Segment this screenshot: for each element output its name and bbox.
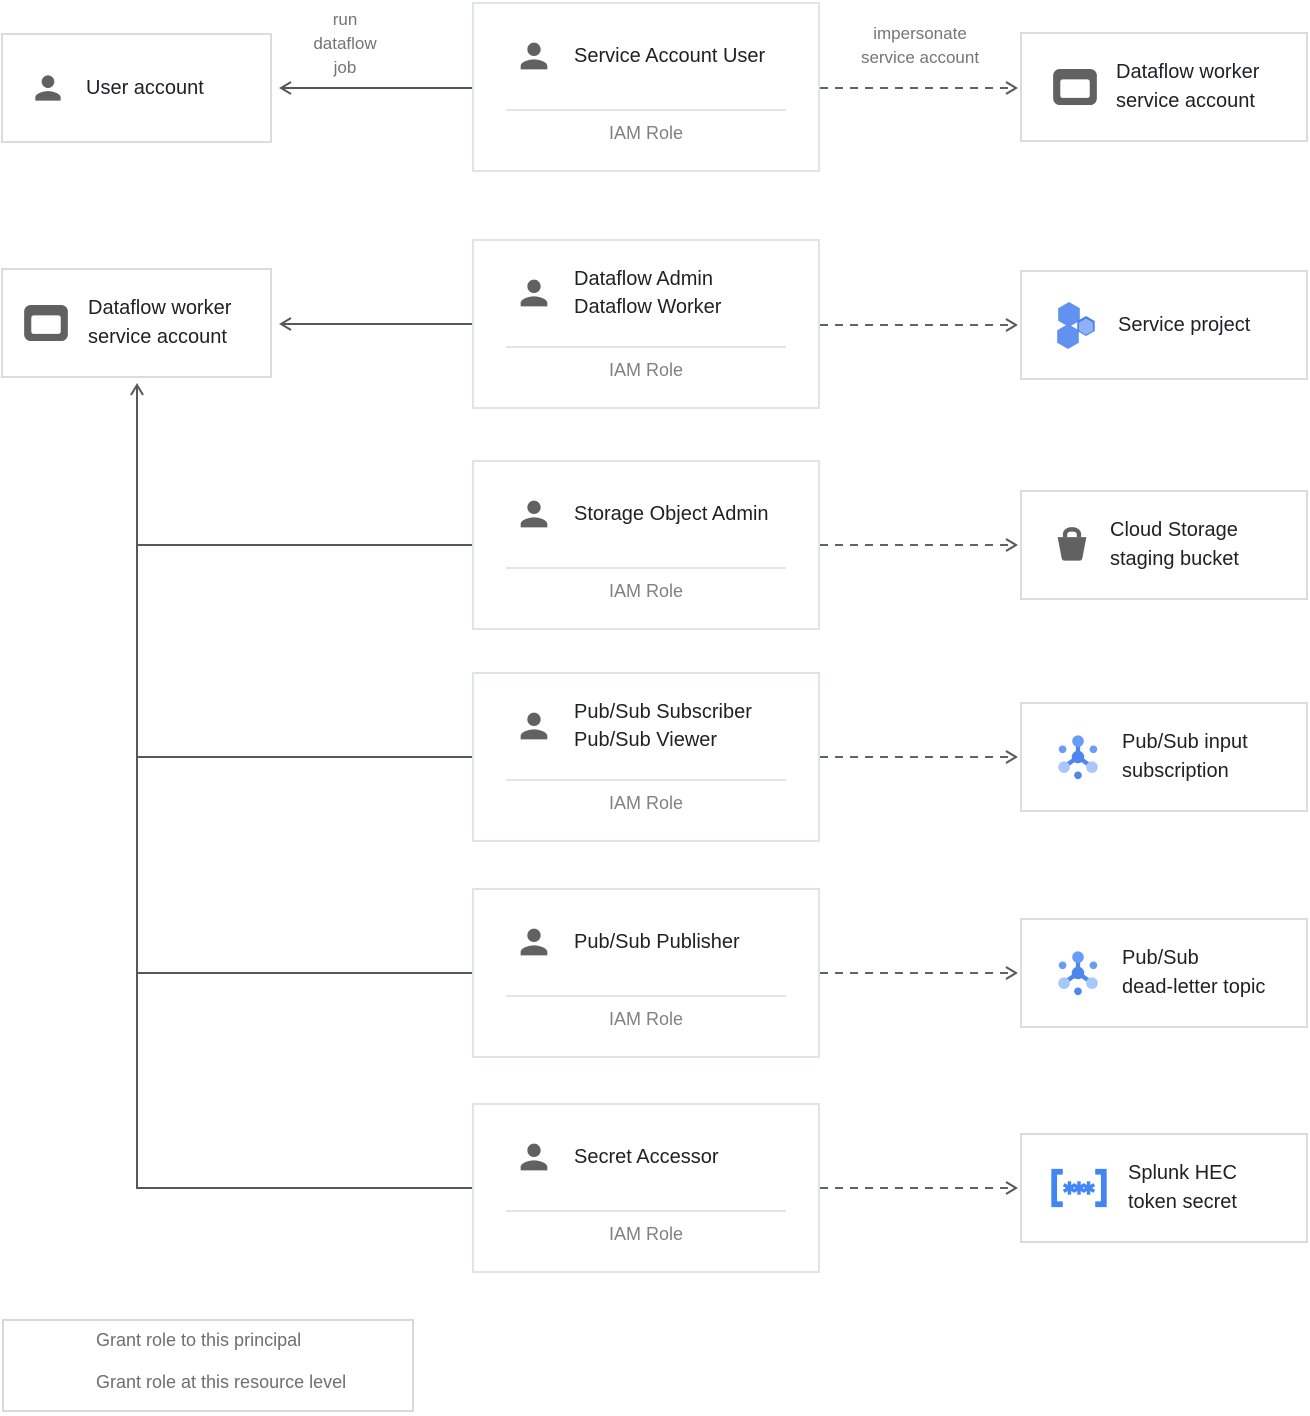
service-account-icon: [24, 304, 68, 342]
storage-bucket-icon: [1057, 527, 1087, 561]
entity-title: User account: [86, 76, 204, 99]
pubsub-icon: [1058, 951, 1098, 996]
pubsub-icon: [1058, 735, 1098, 780]
person-icon: [520, 1143, 548, 1170]
iam-role-label: IAM Role: [608, 793, 684, 813]
divider: [506, 567, 786, 569]
iam-role-label: IAM Role: [608, 1224, 684, 1244]
divider: [506, 109, 786, 111]
entity-title: Splunk HEC token secret: [1128, 1162, 1237, 1213]
role-box-pubsub-subscriber-viewer: Pub/Sub Subscriber Pub/Sub Viewer IAM Ro…: [472, 672, 820, 842]
role-box-storage-object-admin: Storage Object Admin IAM Role: [472, 460, 820, 630]
role-box-dataflow-admin-worker: Dataflow Admin Dataflow Worker IAM Role: [472, 239, 820, 409]
role-title: Service Account User: [574, 44, 766, 67]
entity-title: Cloud Storage staging bucket: [1110, 519, 1239, 570]
entity-title: Dataflow worker service account: [88, 297, 232, 348]
role-title: Storage Object Admin: [574, 502, 769, 525]
iam-role-label: IAM Role: [608, 360, 684, 380]
secret-token-icon: [1051, 1168, 1107, 1208]
role-box-secret-accessor: Secret Accessor IAM Role: [472, 1103, 820, 1273]
divider: [506, 346, 786, 348]
divider: [506, 995, 786, 997]
role-title: Dataflow Admin Dataflow Worker: [574, 267, 722, 318]
box-dataflow-worker-sa-top: Dataflow worker service account: [1020, 32, 1308, 142]
box-pubsub-deadletter-topic: Pub/Sub dead-letter topic: [1020, 918, 1308, 1028]
edge-label-run-dataflow-job: run dataflow job: [313, 10, 377, 77]
role-title: Pub/Sub Subscriber Pub/Sub Viewer: [574, 700, 752, 751]
role-title: Secret Accessor: [574, 1145, 719, 1168]
divider: [506, 779, 786, 781]
role-title: Pub/Sub Publisher: [574, 930, 740, 953]
entity-title: Service project: [1118, 313, 1251, 336]
iam-role-label: IAM Role: [608, 1009, 684, 1029]
person-icon: [520, 279, 548, 306]
box-user-account: User account: [1, 33, 272, 143]
iam-role-label: IAM Role: [608, 123, 684, 143]
person-icon: [520, 42, 548, 69]
person-icon: [520, 500, 548, 527]
edge-label-impersonate: impersonate service account: [860, 24, 980, 67]
role-box-service-account-user: Service Account User IAM Role: [472, 2, 820, 172]
entity-title: Dataflow worker service account: [1116, 61, 1260, 112]
legend-box: [2, 1319, 414, 1412]
project-hexagons-icon: [1057, 302, 1095, 349]
box-cloud-storage-staging-bucket: Cloud Storage staging bucket: [1020, 490, 1308, 600]
divider: [506, 1210, 786, 1212]
role-box-pubsub-publisher: Pub/Sub Publisher IAM Role: [472, 888, 820, 1058]
box-service-project: Service project: [1020, 270, 1308, 380]
entity-title: Pub/Sub input subscription: [1122, 731, 1248, 782]
legend-solid-label: Grant role to this principal: [96, 1330, 302, 1350]
entity-title: Pub/Sub dead-letter topic: [1122, 947, 1266, 998]
person-icon: [520, 928, 548, 955]
person-icon: [520, 712, 548, 739]
iam-role-label: IAM Role: [608, 581, 684, 601]
service-account-icon: [1053, 68, 1097, 106]
box-pubsub-input-subscription: Pub/Sub input subscription: [1020, 702, 1308, 812]
box-dataflow-worker-sa-left: Dataflow worker service account: [1, 268, 272, 378]
legend-dashed-label: Grant role at this resource level: [96, 1372, 347, 1392]
box-splunk-hec-token-secret: Splunk HEC token secret: [1020, 1133, 1308, 1243]
person-icon: [35, 75, 61, 101]
